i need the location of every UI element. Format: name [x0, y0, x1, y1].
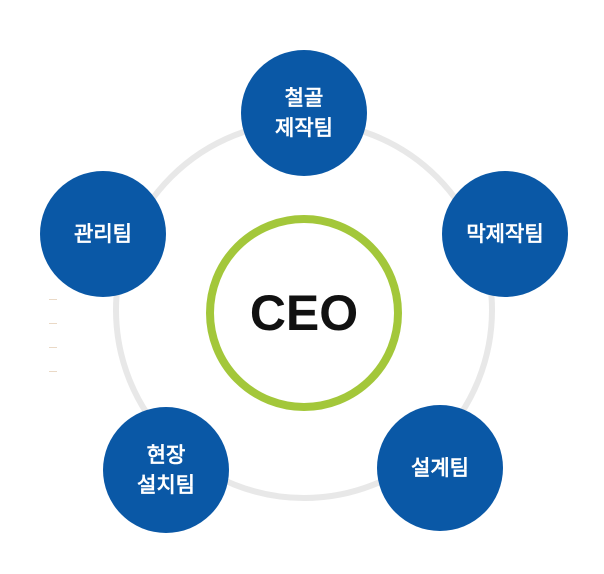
decor-dash [49, 323, 57, 324]
decor-dash [49, 347, 57, 348]
team-label-line: 설치팀 [137, 473, 195, 497]
team-node-design: 설계팀 [377, 405, 503, 531]
team-label-line: 제작팀 [275, 116, 333, 140]
team-label-line: 관리팀 [74, 222, 132, 246]
team-label-line: 현장 [146, 443, 186, 467]
team-label-line: 막제작팀 [466, 222, 544, 246]
team-node-management: 관리팀 [40, 171, 166, 297]
team-node-site-installation: 현장 설치팀 [103, 407, 229, 533]
team-node-steel-fabrication: 철골 제작팀 [241, 50, 367, 176]
team-label-line: 철골 [284, 86, 324, 110]
decor-dash [49, 371, 57, 372]
ceo-node: CEO [206, 215, 402, 411]
team-label-line: 설계팀 [411, 456, 469, 480]
team-node-membrane-fabrication: 막제작팀 [442, 171, 568, 297]
decor-dash [49, 299, 57, 300]
ceo-label: CEO [249, 285, 359, 341]
